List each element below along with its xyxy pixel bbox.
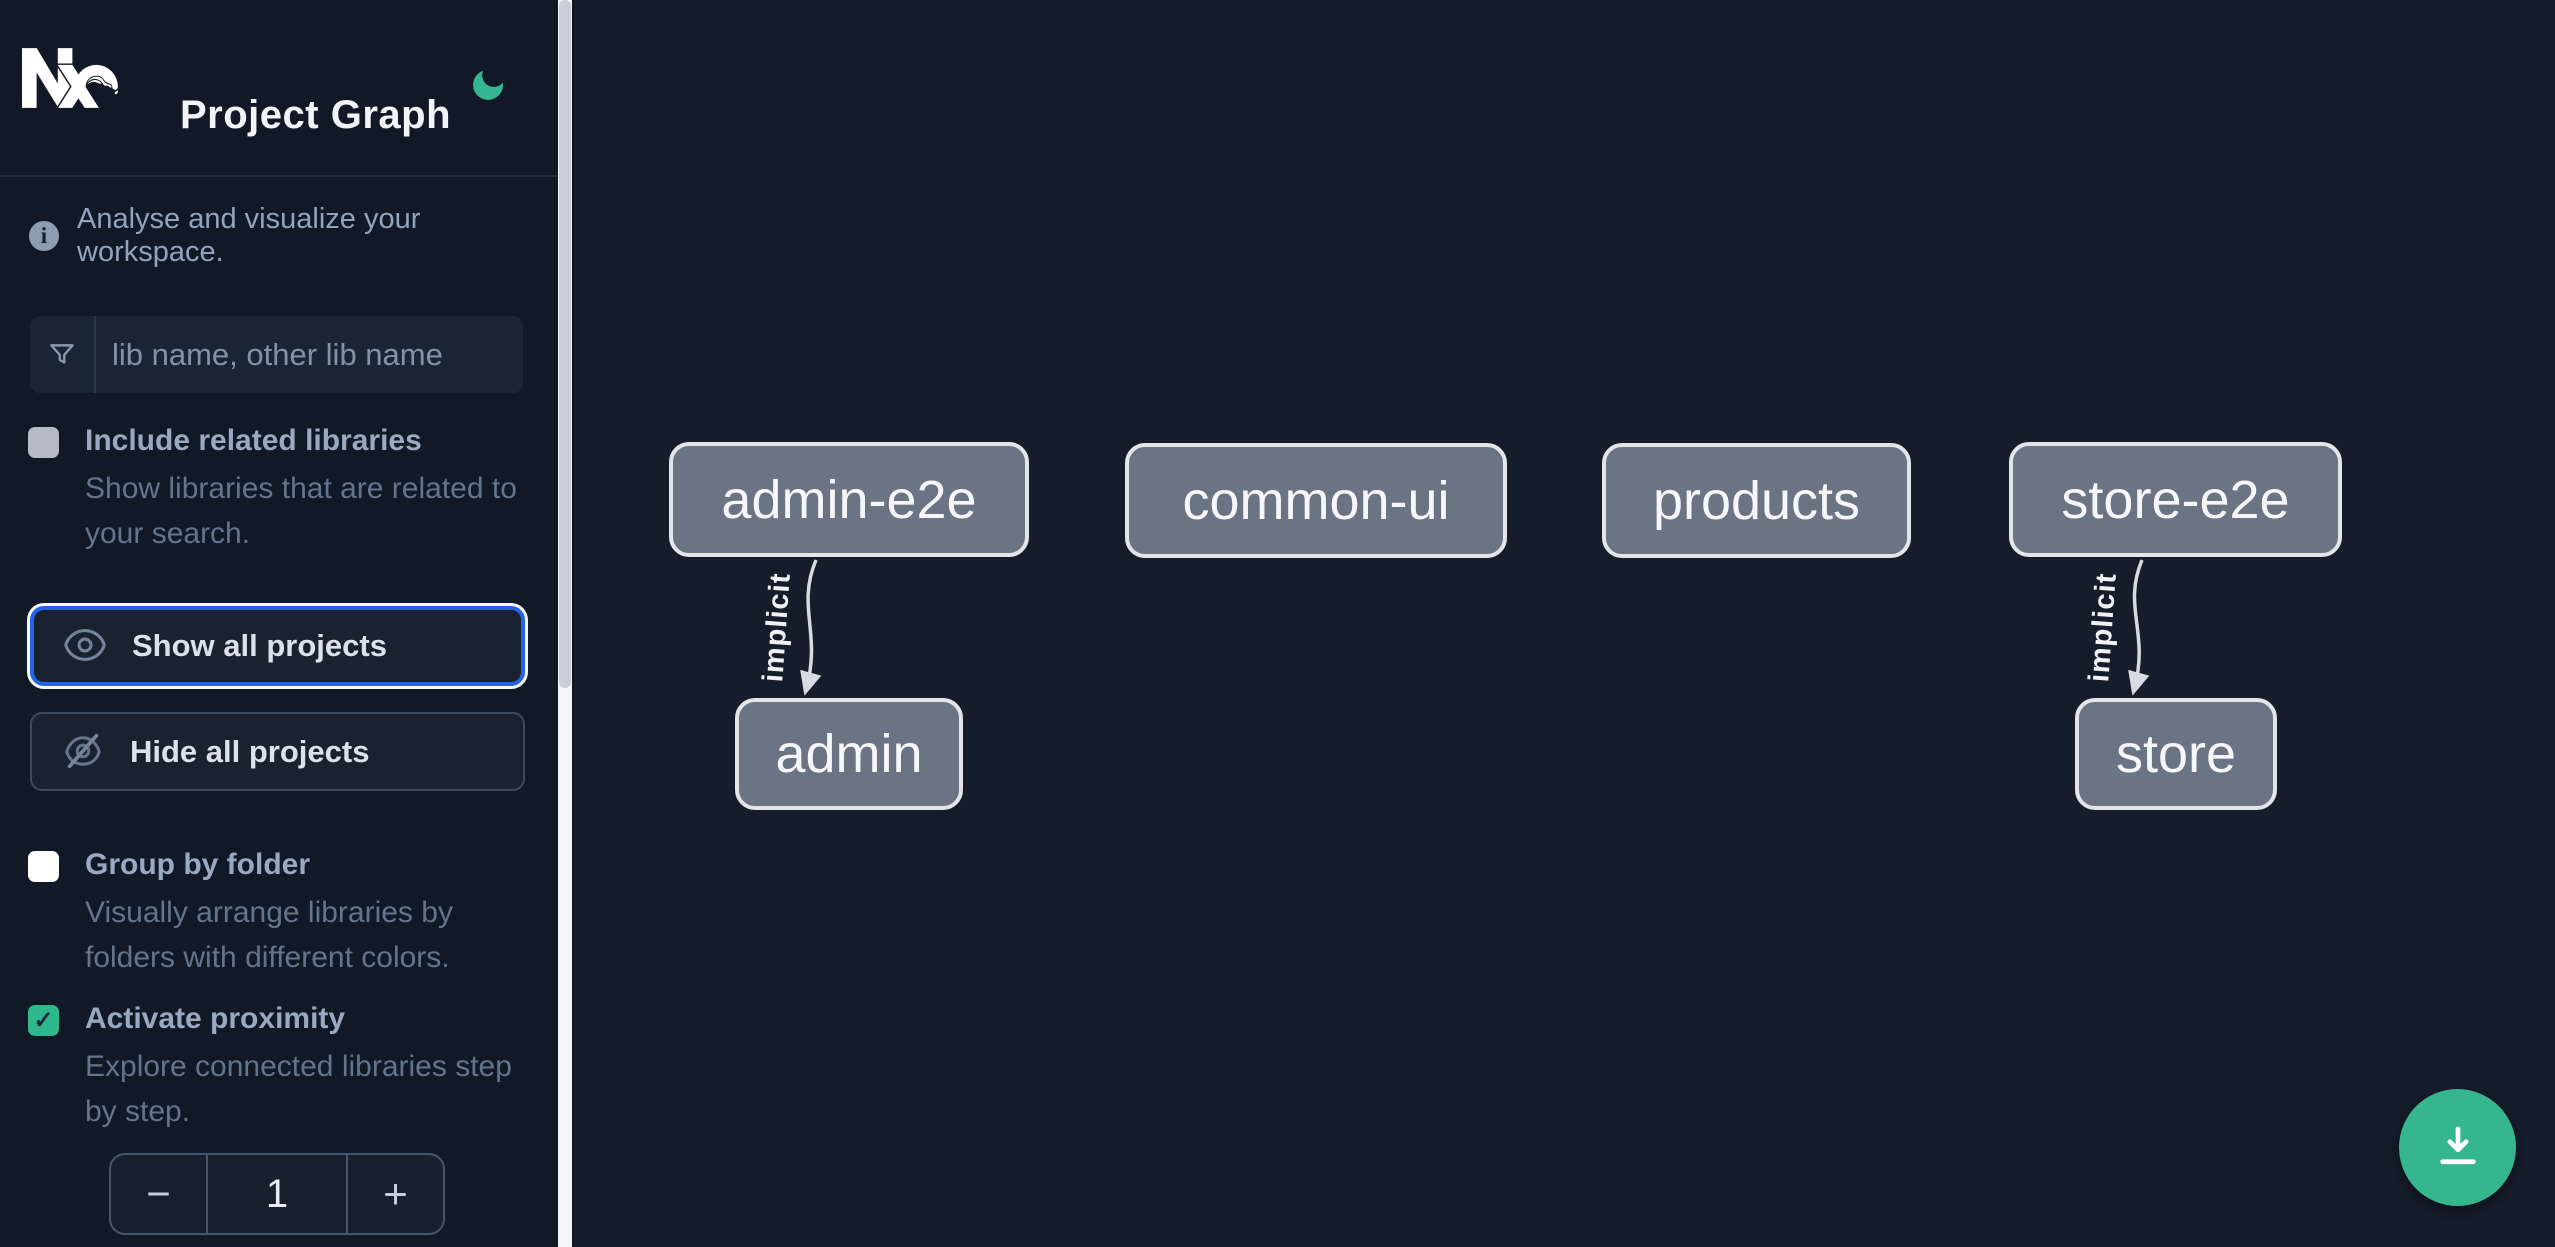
toggle-description: Explore connected libraries step by step… xyxy=(85,1050,512,1128)
toggle-label[interactable]: Activate proximity xyxy=(85,1002,346,1035)
sidebar-scrollbar-track xyxy=(558,0,572,1247)
filter-icon xyxy=(30,316,96,393)
toggle-label[interactable]: Include related libraries xyxy=(85,424,422,457)
nx-logo-icon xyxy=(22,30,119,126)
group-by-folder-checkbox[interactable] xyxy=(28,851,59,882)
graph-node-store-e2e[interactable]: store-e2e xyxy=(2009,442,2342,557)
proximity-depth-value[interactable]: 1 xyxy=(265,1171,289,1216)
graph-node-store[interactable]: store xyxy=(2075,698,2277,810)
graph-node-admin[interactable]: admin xyxy=(735,698,963,810)
edge-label-store-e2e-store: implicit xyxy=(2083,572,2123,683)
sidebar: Project Graph i Analyse and visualize yo… xyxy=(0,0,572,1247)
workspace-hint-text: Analyse and visualize your workspace. xyxy=(77,203,421,268)
hide-all-projects-button[interactable]: Hide all projects xyxy=(30,712,525,791)
activate-proximity-checkbox[interactable]: ✓ xyxy=(28,1005,59,1036)
graph-edge-admin-e2e-admin xyxy=(800,559,822,696)
graph-node-products[interactable]: products xyxy=(1602,443,1911,558)
workspace-hint: i Analyse and visualize your workspace. xyxy=(29,203,529,269)
page-title: Project Graph xyxy=(180,92,452,137)
decrement-button[interactable]: − xyxy=(111,1155,208,1233)
toggle-label[interactable]: Group by folder xyxy=(85,848,310,881)
graph-edges: implicit implicit xyxy=(753,559,2150,696)
sidebar-header: Project Graph xyxy=(0,0,558,177)
toggle-description: Visually arrange libraries by folders wi… xyxy=(85,896,453,974)
download-icon xyxy=(2431,1119,2485,1176)
toggle-description: Show libraries that are related to your … xyxy=(85,472,517,550)
theme-toggle-button[interactable] xyxy=(466,64,510,108)
info-icon: i xyxy=(29,221,59,251)
graph-canvas[interactable]: implicit implicit admin-e2e common-ui produ… xyxy=(572,0,2555,1247)
search-box xyxy=(30,316,523,393)
graph-node-admin-e2e[interactable]: admin-e2e xyxy=(669,442,1029,557)
eye-icon xyxy=(62,622,108,671)
hide-all-projects-label: Hide all projects xyxy=(130,733,370,769)
show-all-projects-button[interactable]: Show all projects xyxy=(30,606,525,686)
proximity-depth-stepper: − 1 + xyxy=(109,1153,445,1235)
toggle-group-by-folder: Group by folder Visually arrange librari… xyxy=(28,848,528,980)
download-graph-button[interactable] xyxy=(2399,1089,2516,1206)
toggle-include-related: Include related libraries Show libraries… xyxy=(28,424,528,556)
include-related-checkbox[interactable] xyxy=(28,427,59,458)
graph-node-common-ui[interactable]: common-ui xyxy=(1125,443,1507,558)
toggle-activate-proximity: ✓ Activate proximity Explore connected l… xyxy=(28,1002,528,1134)
search-input[interactable] xyxy=(96,316,523,393)
graph-edge-store-e2e-store xyxy=(2128,559,2150,696)
show-all-projects-label: Show all projects xyxy=(132,628,387,663)
edge-label-admin-e2e-admin: implicit xyxy=(757,572,797,683)
sidebar-scrollbar-thumb[interactable] xyxy=(559,0,571,688)
increment-button[interactable]: + xyxy=(346,1155,443,1233)
eye-off-icon xyxy=(60,727,106,776)
moon-icon xyxy=(468,70,508,108)
